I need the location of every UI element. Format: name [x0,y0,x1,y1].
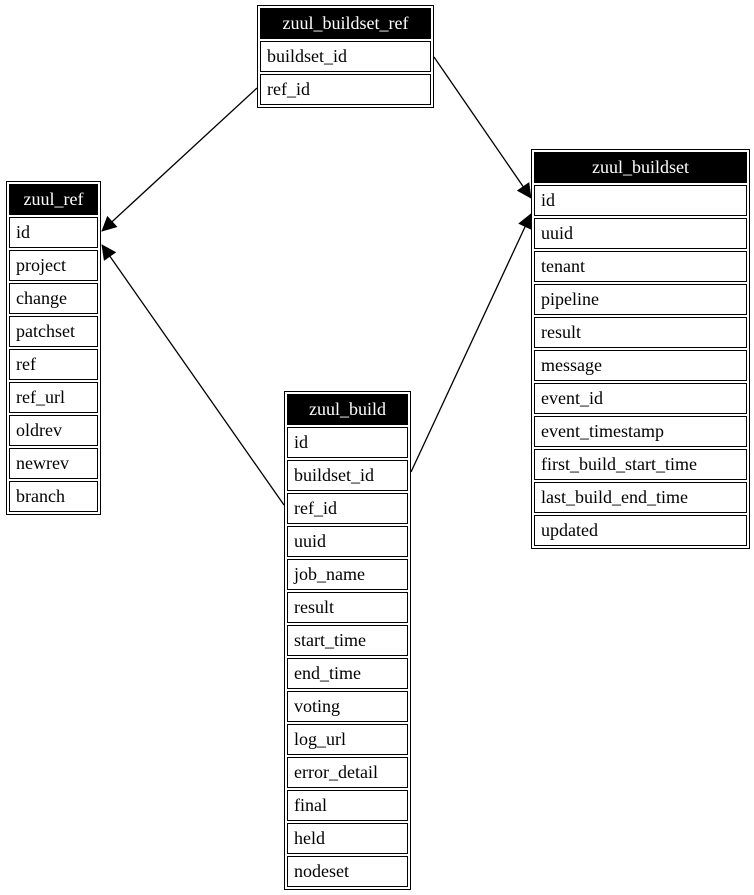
row-event-timestamp: event_timestamp [534,416,747,447]
row-patchset: patchset [9,316,98,347]
row-voting: voting [287,691,408,722]
row-last-build-end-time: last_build_end_time [534,482,747,513]
row-project: project [9,250,98,281]
row-first-build-start-time: first_build_start_time [534,449,747,480]
row-id: id [534,185,747,216]
row-result: result [534,317,747,348]
row-nodeset: nodeset [287,856,408,887]
row-oldrev: oldrev [9,415,98,446]
row-ref-id: ref_id [287,493,408,524]
row-newrev: newrev [9,448,98,479]
relation-zuul-buildset-ref-buildset-id-to-zuul-buildset-id [433,56,532,199]
row-held: held [287,823,408,854]
row-pipeline: pipeline [534,284,747,315]
row-tenant: tenant [534,251,747,282]
row-job-name: job_name [287,559,408,590]
relation-zuul-buildset-ref-ref-id-to-zuul-ref-id [101,87,258,232]
table-zuul-buildset-ref: zuul_buildset_ref buildset_id ref_id [257,5,434,108]
row-ref-url: ref_url [9,382,98,413]
table-title: zuul_buildset [534,152,747,183]
row-branch: branch [9,481,98,512]
row-buildset-id: buildset_id [260,41,431,72]
row-error-detail: error_detail [287,757,408,788]
row-uuid: uuid [534,218,747,249]
row-log-url: log_url [287,724,408,755]
row-start-time: start_time [287,625,408,656]
table-zuul-buildset: zuul_buildset id uuid tenant pipeline re… [531,149,750,549]
table-zuul-ref: zuul_ref id project change patchset ref … [6,181,101,515]
row-ref: ref [9,349,98,380]
row-ref-id: ref_id [260,74,431,105]
relation-zuul-build-ref-id-to-zuul-ref-id [101,244,285,506]
row-uuid: uuid [287,526,408,557]
table-zuul-build: zuul_build id buildset_id ref_id uuid jo… [284,391,411,890]
relation-zuul-build-buildset-id-to-zuul-buildset-id [410,213,532,473]
row-event-id: event_id [534,383,747,414]
row-buildset-id: buildset_id [287,460,408,491]
row-end-time: end_time [287,658,408,689]
row-final: final [287,790,408,821]
table-title: zuul_buildset_ref [260,8,431,39]
row-change: change [9,283,98,314]
row-updated: updated [534,515,747,546]
row-id: id [9,217,98,248]
table-title: zuul_ref [9,184,98,215]
row-message: message [534,350,747,381]
row-id: id [287,427,408,458]
table-title: zuul_build [287,394,408,425]
row-result: result [287,592,408,623]
